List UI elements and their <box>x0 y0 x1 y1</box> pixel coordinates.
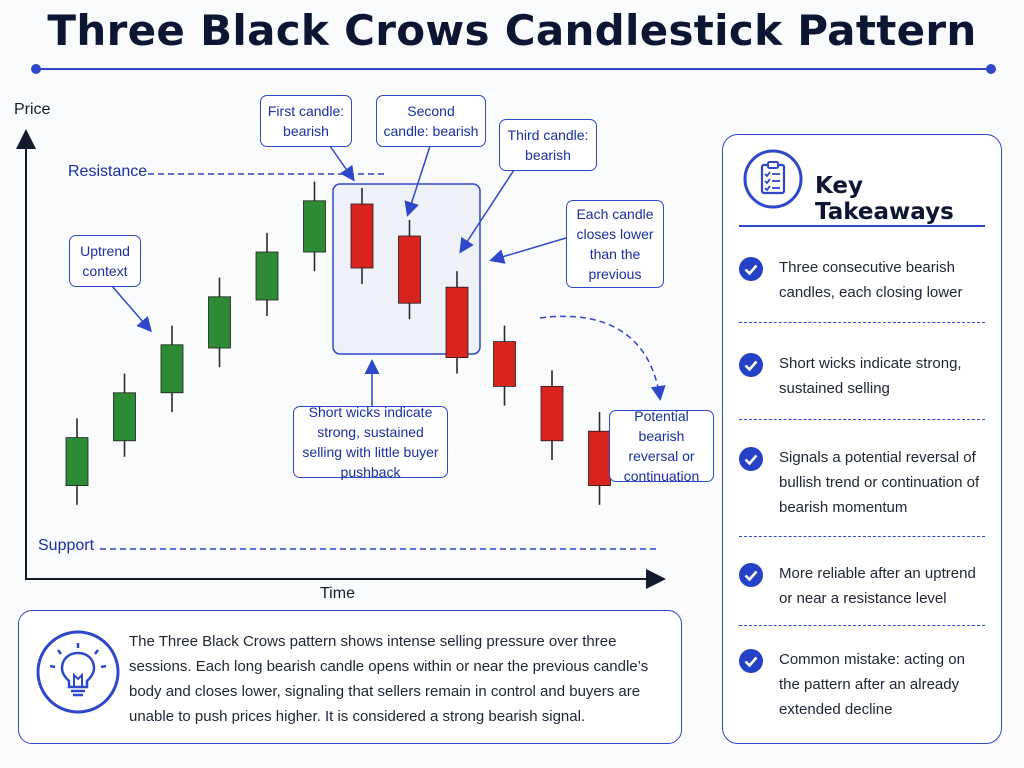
lightbulb-icon <box>36 630 120 714</box>
takeaway-text: Signals a potential reversal of bullish … <box>779 449 980 516</box>
y-axis-label: Price <box>14 101 51 118</box>
bearish-candle <box>445 286 469 359</box>
each-lower-callout: Each candle closes lower than the previo… <box>566 200 664 288</box>
short-wicks-callout: Short wicks indicate strong, sustained s… <box>293 404 448 480</box>
second-candle-callout: Second candle: bearish <box>376 95 486 147</box>
bullish-candle <box>65 437 89 487</box>
bullish-candle <box>303 200 326 253</box>
each-lower-arrow <box>489 237 567 264</box>
takeaway-text: Common mistake: acting on the pattern af… <box>779 651 965 718</box>
x-axis-label: Time <box>320 585 355 602</box>
potential-reversal-callout: Potential bearish reversal or continuati… <box>609 408 714 484</box>
key-takeaways-title: Key Takeaways <box>815 173 954 225</box>
first-candle-callout: First candle: bearish <box>260 95 352 147</box>
bearish-candle <box>588 430 611 487</box>
bearish-candle <box>493 341 516 387</box>
separator <box>739 625 985 626</box>
resistance-label: Resistance <box>68 163 148 180</box>
title-divider <box>36 68 992 70</box>
second-candle-arrow <box>404 145 431 217</box>
separator <box>739 419 985 420</box>
key-takeaways-panel: Key Takeaways Three consecutive bearish … <box>722 134 1002 744</box>
title-rule-right-dot <box>986 64 996 74</box>
clipboard-checklist-icon <box>743 149 803 209</box>
check-icon <box>739 353 763 377</box>
third-candle-arrow <box>459 169 515 254</box>
check-icon <box>739 447 763 471</box>
bearish-candle <box>540 385 564 442</box>
check-icon <box>739 649 763 673</box>
support-label: Support <box>38 537 95 554</box>
separator <box>739 322 985 323</box>
page-title: Three Black Crows Candlestick Pattern <box>47 6 977 55</box>
bullish-candle <box>160 344 184 394</box>
takeaway-text: More reliable after an uptrend or near a… <box>779 565 976 607</box>
bullish-candle <box>255 251 279 301</box>
bearish-candle <box>350 203 374 269</box>
uptrend-callout: Uptrend context <box>69 235 141 287</box>
summary-text: The Three Black Crows pattern shows inte… <box>129 633 649 725</box>
takeaway-text: Three consecutive bearish candles, each … <box>779 259 963 301</box>
uptrend-arrow <box>111 285 152 333</box>
check-icon <box>739 257 763 281</box>
check-icon <box>739 563 763 587</box>
panel-divider <box>739 225 985 227</box>
bullish-candle <box>113 392 136 442</box>
bullish-candle <box>208 296 231 349</box>
separator <box>739 536 985 537</box>
first-candle-arrow <box>329 145 355 182</box>
potential-reversal-arrow <box>539 315 666 401</box>
summary-box: The Three Black Crows pattern shows inte… <box>18 610 682 744</box>
takeaway-text: Short wicks indicate strong, sustained s… <box>779 355 962 397</box>
third-candle-callout: Third candle: bearish <box>499 119 597 171</box>
bearish-candle <box>398 235 421 304</box>
